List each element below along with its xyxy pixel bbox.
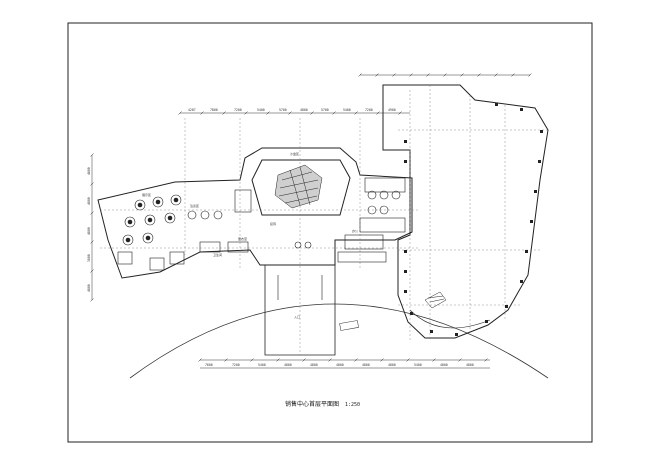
dimension-tick [276, 358, 280, 362]
dim-top-7: 5700 [321, 108, 329, 112]
dim-bottom-9: 5400 [414, 363, 422, 367]
dim-left-3: 4800 [87, 227, 91, 235]
dimension-tick [409, 73, 413, 77]
dim-top-4: 5400 [257, 108, 265, 112]
dim-left-1: 4800 [87, 167, 91, 175]
dimension-tick [90, 269, 94, 273]
furniture-round-tables [122, 190, 401, 249]
dim-text-bottom: 7600 7200 5400 4800 4800 4800 4800 4800 … [205, 363, 474, 367]
dimension-tick [302, 358, 306, 362]
dimension-tick [380, 358, 384, 362]
dimension-tick [90, 298, 94, 302]
dim-text-top: 4287 7800 7200 5400 5700 4800 5700 5400 … [188, 108, 396, 112]
dimension-tick [90, 211, 94, 215]
dimension-tick [432, 358, 436, 362]
dimension-tick [398, 111, 402, 115]
dimension-tick [332, 111, 336, 115]
dimension-tick [392, 73, 396, 77]
dimension-tick [443, 73, 447, 77]
central-feature-hatch [274, 164, 323, 209]
east-columns [404, 103, 543, 336]
dim-top-2: 7800 [210, 108, 218, 112]
column-grid [100, 85, 548, 355]
dimension-tick [266, 111, 270, 115]
dim-bottom-6: 4800 [336, 363, 344, 367]
room-label-4: 接待 [270, 221, 276, 226]
dim-bottom-1: 7600 [205, 363, 213, 367]
dimension-tick [224, 358, 228, 362]
dimension-lines [91, 74, 530, 369]
drawing-scale: 1:250 [345, 402, 361, 408]
stair-and-car [339, 291, 447, 331]
dim-top-3: 7200 [234, 108, 242, 112]
dim-top-5: 5700 [279, 108, 287, 112]
room-label-1: 展示区 [142, 192, 151, 197]
dimension-tick [458, 358, 462, 362]
dimension-tick [250, 358, 254, 362]
dim-bottom-10: 4800 [440, 363, 448, 367]
dim-left-4: 3600 [87, 254, 91, 262]
drawing-title: 销售中心首层平面图 [285, 401, 340, 408]
dim-top-6: 4800 [300, 108, 308, 112]
dimension-tick [90, 153, 94, 157]
dimension-tick [511, 73, 515, 77]
dimension-tick [354, 358, 358, 362]
dimension-tick [358, 73, 362, 77]
dimension-tick [90, 240, 94, 244]
dimension-tick [484, 358, 488, 362]
entrance-arc [129, 303, 549, 379]
drawing-title-block: 销售中心首层平面图 1:250 [285, 394, 360, 408]
dimension-tick [198, 358, 202, 362]
dim-top-8: 5400 [343, 108, 351, 112]
furniture-booths [117, 177, 406, 271]
dimension-tick [244, 111, 248, 115]
room-label-7: 卫生间 [213, 252, 222, 257]
room-label-6: 更衣室 [238, 236, 247, 241]
sheet-border [67, 22, 593, 443]
dimension-tick [426, 73, 430, 77]
dimension-tick [288, 111, 292, 115]
dim-left-2: 4800 [87, 197, 91, 205]
room-label-3: 洽谈区 [190, 203, 199, 208]
dimension-tick [406, 358, 410, 362]
dimension-ticks [90, 73, 532, 362]
dim-bottom-8: 4800 [388, 363, 396, 367]
dim-bottom-2: 7200 [232, 363, 240, 367]
dimension-tick [494, 73, 498, 77]
dimension-tick [200, 111, 204, 115]
dim-left-5: 4800 [87, 284, 91, 292]
dim-top-9: 7200 [365, 108, 373, 112]
building-walls [97, 84, 549, 356]
dimension-tick [178, 111, 182, 115]
dim-bottom-7: 4800 [362, 363, 370, 367]
dimension-tick [528, 73, 532, 77]
dimension-tick [328, 358, 332, 362]
dim-top-10: 4900 [388, 108, 396, 112]
dimension-tick [354, 111, 358, 115]
room-label-5: 办公 [352, 228, 358, 233]
dim-bottom-5: 4800 [310, 363, 318, 367]
room-labels: 展示区 沙盘区 洽谈区 接待 办公 更衣室 卫生间 入口 [142, 151, 358, 319]
dimension-tick [310, 111, 314, 115]
dimension-tick [460, 73, 464, 77]
dim-text-left: 4800 4800 4800 3600 4800 [87, 167, 91, 292]
dim-bottom-4: 4800 [284, 363, 292, 367]
room-label-2: 沙盘区 [290, 151, 299, 156]
dimension-tick [376, 111, 380, 115]
dimension-tick [90, 182, 94, 186]
dim-bottom-11: 4800 [466, 363, 474, 367]
dimension-tick [477, 73, 481, 77]
dimension-tick [375, 73, 379, 77]
dimension-tick [222, 111, 226, 115]
dim-bottom-3: 5400 [258, 363, 266, 367]
room-label-8: 入口 [294, 315, 300, 319]
dim-top-1: 4287 [188, 108, 196, 112]
